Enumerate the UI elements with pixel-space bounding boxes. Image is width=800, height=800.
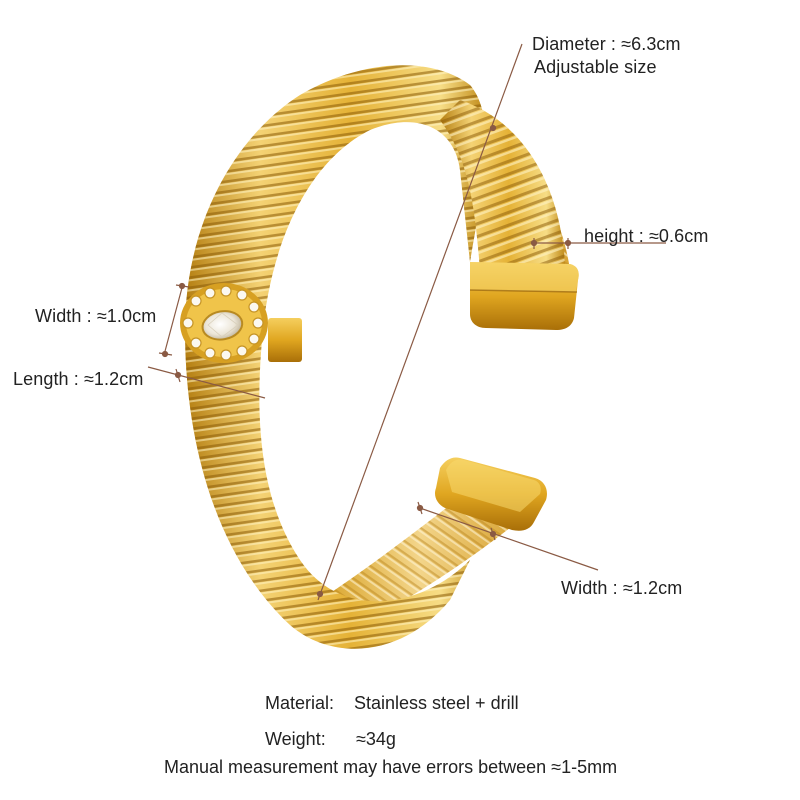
height-label: height : ≈0.6cm [584, 226, 709, 246]
adjustable-size-note: Adjustable size [534, 57, 657, 77]
band-width-label: Width : ≈1.2cm [561, 578, 683, 598]
diameter-label: Diameter : ≈6.3cm [532, 34, 681, 54]
upper-end-cap [469, 262, 579, 330]
charm-length-label: Length : ≈1.2cm [13, 369, 144, 389]
measurement-disclaimer: Manual measurement may have errors betwe… [164, 757, 618, 777]
flower-charm [180, 283, 268, 363]
charm-width-label: Width : ≈1.0cm [35, 306, 157, 326]
annotation-lines [147, 43, 666, 601]
material-key: Material: [265, 693, 335, 713]
charm-connector [268, 318, 302, 362]
lower-end-cap [435, 457, 547, 531]
material-value: Stainless steel + drill [354, 693, 519, 713]
weight-key: Weight: [265, 729, 326, 749]
weight-value: ≈34g [356, 729, 396, 749]
